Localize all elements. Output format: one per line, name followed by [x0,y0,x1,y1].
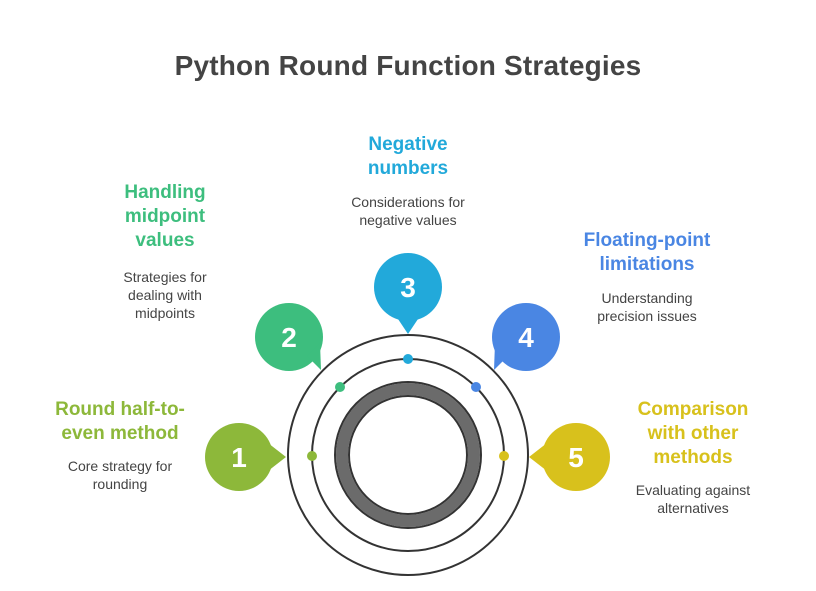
step-1-dot [307,451,317,461]
step-3-number: 3 [400,272,416,303]
step-4-marker: 4 [492,303,560,371]
step-5-dot [499,451,509,461]
step-1-marker: 1 [205,423,286,491]
center-hub [336,383,480,527]
step-2-title-line: midpoint [124,206,206,227]
step-3-desc-line: negative values [359,212,457,228]
outer-ring [287,334,529,576]
step-2-title-line: Handling [124,182,206,203]
step-5-title-line: Comparison [637,399,749,420]
center-hub-inner-edge [348,395,468,515]
step-5-marker: 5 [529,423,610,491]
step-1-desc-line: Core strategy for [67,458,173,474]
step-5-description: Evaluating against alternatives [608,481,778,517]
step-3-title-line: Negative [368,134,448,155]
step-4-title: Floating-point limitations [562,229,732,277]
step-1-number: 1 [231,442,247,473]
step-4-number: 4 [518,322,534,353]
step-3-title: Negative numbers [323,133,493,181]
step-4-dot [471,382,481,392]
step-2-desc-line: dealing with [128,287,202,303]
step-1-title-line: Round half-to- [55,399,185,420]
step-2-desc-line: midpoints [135,305,195,321]
step-4-title-line: Floating-point [583,230,711,251]
step-5-desc-line: Evaluating against [635,482,751,498]
step-5-title-line: methods [653,447,733,468]
step-4-title-line: limitations [599,254,695,275]
page-title: Python Round Function Strategies [174,50,642,81]
step-4-desc-line: Understanding [601,290,693,306]
step-2-title-line: values [135,230,195,251]
step-2-title: Handling midpoint values [90,181,240,253]
step-2-description: Strategies for dealing with midpoints [90,268,240,322]
step-4-description: Understanding precision issues [562,289,732,325]
center-hub-outer-edge [334,381,482,529]
step-2-dot [335,382,345,392]
step-4-desc-line: precision issues [597,308,697,324]
step-5-number: 5 [568,442,584,473]
step-1-title: Round half-to- even method [40,398,200,446]
step-3-desc-line: Considerations for [351,194,465,210]
step-2-marker: 2 [255,303,323,371]
step-2-desc-line: Strategies for [123,269,207,285]
step-5-title-line: with other [647,423,739,444]
step-3-description: Considerations for negative values [313,193,503,229]
step-3-marker: 3 [374,253,442,334]
step-3-title-line: numbers [367,158,449,179]
step-5-desc-line: alternatives [657,500,729,516]
step-1-description: Core strategy for rounding [40,457,200,493]
step-1-desc-line: rounding [92,476,148,492]
step-3-dot [403,354,413,364]
step-1-title-line: even method [61,423,179,444]
step-2-number: 2 [281,322,297,353]
step-5-title: Comparison with other methods [613,398,773,470]
